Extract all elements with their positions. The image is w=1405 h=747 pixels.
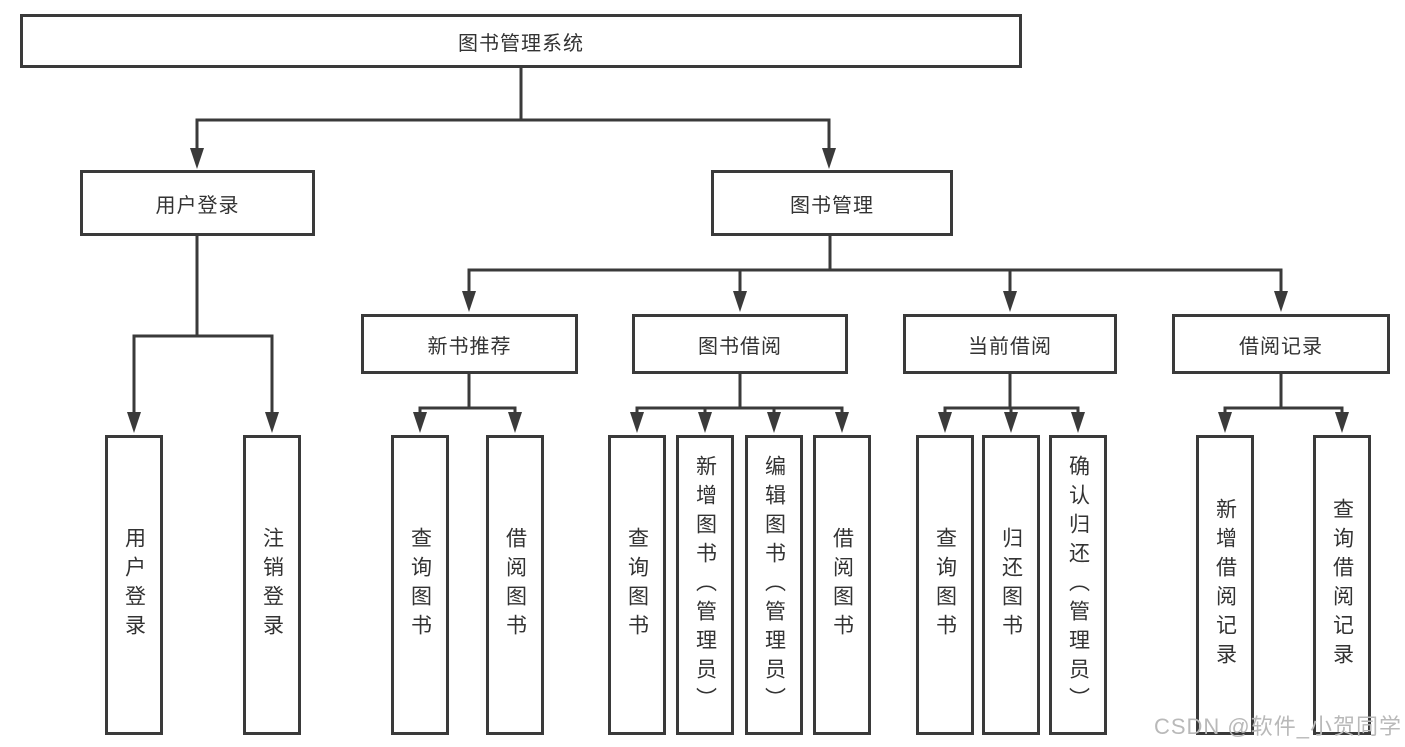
node-root: 图书管理系统 xyxy=(20,14,1022,68)
leaf-user-login: 用户登录 xyxy=(105,435,163,735)
leaf-query-book-borrow: 查询图书 xyxy=(608,435,666,735)
node-book-management: 图书管理 xyxy=(711,170,953,236)
leaf-logout: 注销登录 xyxy=(243,435,301,735)
leaf-return-book: 归还图书 xyxy=(982,435,1040,735)
watermark: CSDN @软件_小贺同学 xyxy=(1153,714,1402,739)
node-new-book-recommend: 新书推荐 xyxy=(361,314,578,374)
leaf-query-book-current: 查询图书 xyxy=(916,435,974,735)
node-borrow-record: 借阅记录 xyxy=(1172,314,1390,374)
node-current-borrow: 当前借阅 xyxy=(903,314,1117,374)
leaf-borrow-book: 借阅图书 xyxy=(813,435,871,735)
leaf-query-book-recommend: 查询图书 xyxy=(391,435,449,735)
node-user-login: 用户登录 xyxy=(80,170,315,236)
leaf-add-book-admin: 新增图书（管理员） xyxy=(676,435,734,735)
leaf-borrow-book-recommend: 借阅图书 xyxy=(486,435,544,735)
leaf-edit-book-admin: 编辑图书（管理员） xyxy=(745,435,803,735)
node-book-borrow: 图书借阅 xyxy=(632,314,848,374)
leaf-confirm-return-admin: 确认归还（管理员） xyxy=(1049,435,1107,735)
leaf-add-borrow-record: 新增借阅记录 xyxy=(1196,435,1254,735)
leaf-query-borrow-record: 查询借阅记录 xyxy=(1313,435,1371,735)
